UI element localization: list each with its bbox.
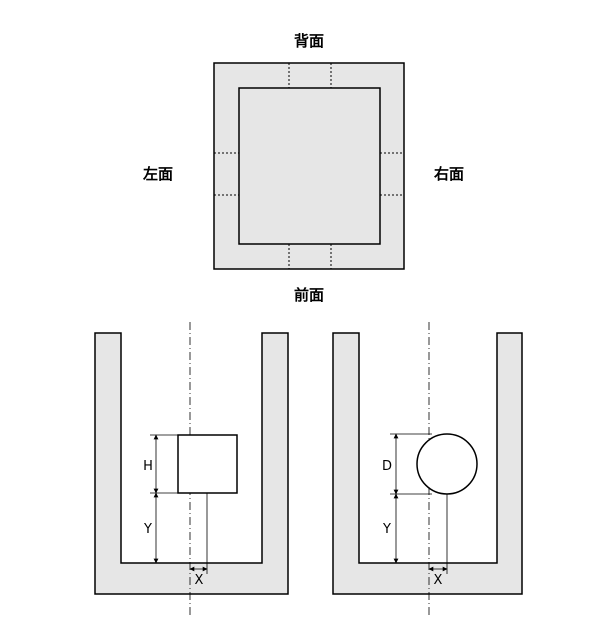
circle-dim-x-label: X: [434, 573, 443, 588]
rect-cutout-panel: H Y X: [94, 322, 289, 616]
rect-dim-y-label: Y: [143, 522, 152, 537]
rect-cutout: [177, 434, 238, 494]
circle-dim-y-label: Y: [382, 522, 391, 537]
label-back: 背面: [294, 32, 324, 50]
rect-dim-x-label: X: [195, 573, 204, 588]
circle-cutout-panel: D Y X: [332, 322, 523, 616]
circle-cutout: [416, 433, 478, 495]
label-left: 左面: [142, 165, 173, 183]
rect-dim-h-label: H: [143, 459, 153, 474]
top-view: 背面 前面 左面 右面: [142, 32, 464, 304]
label-front: 前面: [294, 286, 324, 304]
top-view-inner-basin: [238, 87, 381, 245]
label-right: 右面: [434, 165, 464, 183]
circle-panel-u-section: [332, 332, 523, 595]
rect-panel-u-section: [94, 332, 289, 595]
circle-dim-d-label: D: [382, 459, 392, 474]
